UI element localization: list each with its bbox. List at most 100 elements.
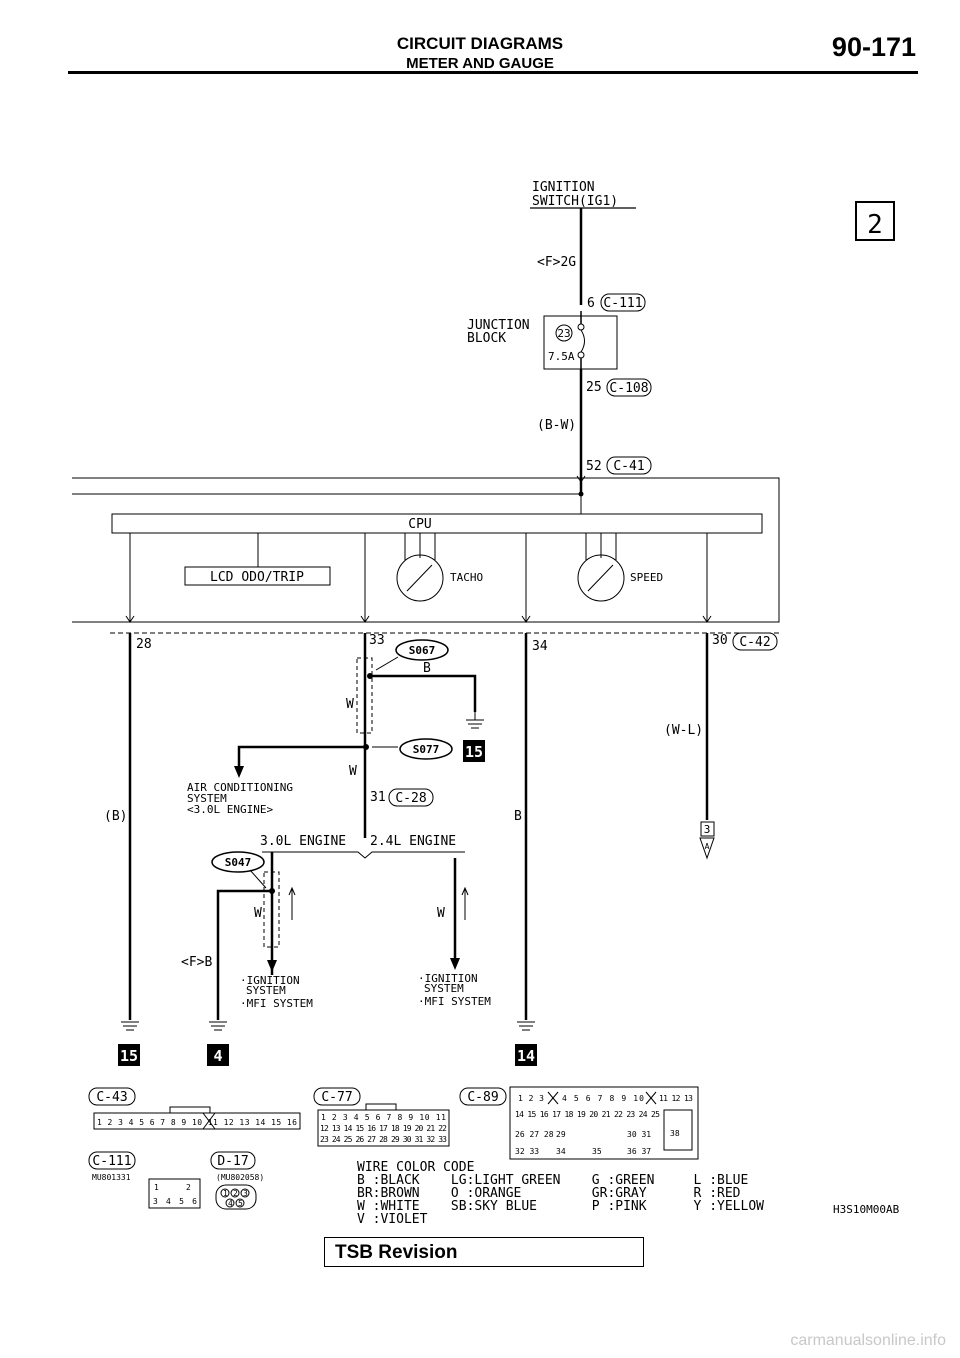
ground-15-number: 15 [465, 743, 483, 761]
pin-33: 33 [369, 633, 385, 648]
svg-text:2: 2 [186, 1183, 191, 1192]
speed-label: SPEED [630, 571, 663, 584]
pin-28: 28 [136, 637, 152, 652]
page-marker: 2 [855, 201, 895, 241]
page-marker-number: 2 [867, 210, 883, 240]
wire-w-label-1: W [346, 697, 354, 712]
splice-s077-label: S077 [413, 743, 440, 756]
wire-b-paren: (B) [104, 809, 127, 824]
svg-text:36 37: 36 37 [627, 1147, 651, 1156]
connector-c111-face: 1 2 3 4 5 6 [148, 1178, 201, 1209]
section-title: CIRCUIT DIAGRAMS [396, 34, 564, 53]
engine-24-label: 2.4L ENGINE [370, 834, 456, 849]
svg-text:14 15 16 17 18 19 20 21 22 23: 14 15 16 17 18 19 20 21 22 23 24 25 [515, 1110, 660, 1119]
speed-gauge-icon [577, 554, 625, 602]
page-number: 90-171 [831, 32, 916, 62]
combination-meter: CPU LCD ODO/TRIP TACHO SPEED [72, 477, 780, 634]
ignition-label-1: IGNITION [532, 180, 595, 195]
svg-text:23 24 25 26 27 28 29 30 31 32: 23 24 25 26 27 28 29 30 31 32 33 [320, 1135, 447, 1144]
tacho-label: TACHO [450, 571, 483, 584]
wire-b-w: (B-W) [537, 418, 576, 433]
connector-c77: C-77 [321, 1090, 352, 1105]
ground-4-number: 4 [213, 1047, 222, 1065]
wire-color-code-row-1: B :BLACK LG:LIGHT GREEN G :GREEN L :BLUE [357, 1173, 748, 1188]
svg-text:1 2 3 4 5 6 7 8 9 10 11 12 13: 1 2 3 4 5 6 7 8 9 10 11 12 13 14 15 16 [97, 1118, 297, 1127]
fuse-number: 23 [557, 327, 570, 340]
svg-text:3: 3 [243, 1189, 248, 1198]
splice-s067: S067 [395, 639, 449, 661]
svg-text:4: 4 [228, 1199, 233, 1208]
ground-15b-number: 15 [120, 1047, 138, 1065]
svg-text:35: 35 [592, 1147, 602, 1156]
connector-c89-face: 1 2 3 4 5 6 7 8 9 10 11 12 13 14 15 16 1… [509, 1086, 699, 1160]
junction-label-1: JUNCTION [467, 318, 530, 333]
connector-c111: C-111 [603, 296, 642, 311]
svg-text:1: 1 [223, 1189, 228, 1198]
aircon-label-1: AIR CONDITIONING [187, 781, 293, 794]
svg-text:1 2 3 4 5 6 7 8 9 10 11: 1 2 3 4 5 6 7 8 9 10 11 [321, 1113, 446, 1122]
tacho-gauge-icon [396, 554, 444, 602]
svg-text:1: 1 [154, 1183, 159, 1192]
pin-34: 34 [532, 639, 548, 654]
junction-label-2: BLOCK [467, 331, 506, 346]
ground-15-icon: 15 [118, 1044, 140, 1066]
wire-f-2g: <F>2G [537, 255, 576, 270]
ground-15-icon: 15 [463, 740, 485, 762]
svg-text:11 12 13: 11 12 13 [659, 1094, 693, 1103]
svg-text:32 33: 32 33 [515, 1147, 539, 1156]
svg-text:34: 34 [556, 1147, 566, 1156]
cpu-label: CPU [408, 517, 431, 532]
wire-w-label-2: W [349, 764, 357, 779]
ground-14-number: 14 [517, 1047, 535, 1065]
wire-f-b: <F>B [181, 955, 212, 970]
connector-c43-face: 1 2 3 4 5 6 7 8 9 10 11 12 13 14 15 16 [93, 1106, 301, 1130]
svg-text:30 31: 30 31 [627, 1130, 651, 1139]
part-mu801331: MU801331 [92, 1173, 131, 1182]
ground-14-icon: 14 [515, 1044, 537, 1066]
svg-text:4 5 6 7 8 9 10: 4 5 6 7 8 9 10 [562, 1094, 644, 1103]
lcd-odo-trip-label: LCD ODO/TRIP [210, 570, 304, 585]
aircon-label-3: <3.0L ENGINE> [187, 803, 273, 816]
ign-a-line3: ·MFI SYSTEM [240, 997, 313, 1010]
part-mu802058: (MU802058) [216, 1173, 264, 1182]
connector-c28: C-28 [395, 791, 426, 806]
ign-b-line2: SYSTEM [424, 982, 464, 995]
ign-a-line1: ·IGNITION [240, 974, 300, 987]
svg-text:26 27 28: 26 27 28 [515, 1130, 554, 1139]
connector-c41: C-41 [613, 459, 644, 474]
wire-w-label-3: W [254, 906, 262, 921]
wire-b-label-1: B [423, 661, 431, 676]
wire-color-code-title: WIRE COLOR CODE [357, 1160, 474, 1175]
svg-text:29: 29 [556, 1130, 566, 1139]
tsb-revision-box: TSB Revision [324, 1237, 644, 1267]
aircon-label-2: SYSTEM [187, 792, 227, 805]
pin-6: 6 [587, 296, 595, 311]
wire-w-l: (W-L) [664, 723, 703, 738]
svg-text:38: 38 [670, 1129, 680, 1138]
connector-c111-b: C-111 [92, 1154, 131, 1169]
pin-31: 31 [370, 790, 386, 805]
wire-w-label-4: W [437, 906, 445, 921]
pin-30: 30 [712, 633, 728, 648]
engine-30-label: 3.0L ENGINE [260, 834, 346, 849]
ign-b-line3: ·MFI SYSTEM [418, 995, 491, 1008]
arrow-a-label: A [705, 842, 710, 851]
connector-c77-face: 1 2 3 4 5 6 7 8 9 10 11 12 13 14 15 16 1… [317, 1103, 450, 1147]
svg-text:3 4 5 6: 3 4 5 6 [153, 1197, 197, 1206]
fuse-rating: 7.5A [548, 350, 575, 363]
connector-c42: C-42 [739, 635, 770, 650]
watermark: carmanualsonline.info [790, 1332, 946, 1349]
pin-52: 52 [586, 459, 602, 474]
svg-text:5: 5 [238, 1199, 243, 1208]
svg-text:12 13 14 15 16 17 18 19 20 21: 12 13 14 15 16 17 18 19 20 21 22 [320, 1124, 447, 1133]
splice-s067-label: S067 [409, 644, 436, 657]
connector-c89: C-89 [467, 1090, 498, 1105]
wire-b-label-2: B [514, 809, 522, 824]
svg-text:2: 2 [233, 1189, 238, 1198]
ground-4-icon: 4 [207, 1044, 229, 1066]
splice-s047: S047 [211, 851, 265, 873]
header-rule [68, 71, 918, 74]
svg-text:1 2 3: 1 2 3 [518, 1094, 544, 1103]
